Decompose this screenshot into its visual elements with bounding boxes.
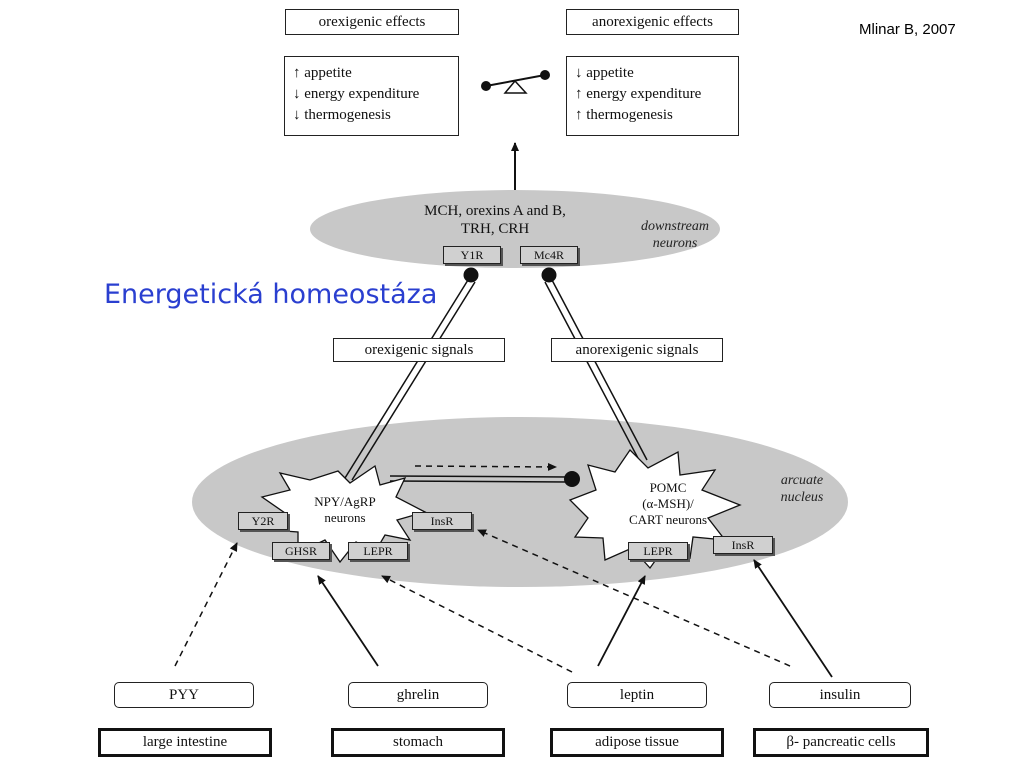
leptin-dashed-arrow-npy — [381, 575, 573, 673]
anorexigenic-effect-item: ↑ energy expenditure — [575, 86, 702, 102]
downstream-line2: TRH, CRH — [460, 221, 530, 237]
pomc-line1: POMC — [649, 480, 687, 495]
y2r-receptor: Y2R — [238, 512, 288, 530]
downstream-label-line2: neurons — [652, 236, 698, 251]
anorexigenic-double-line — [544, 279, 648, 463]
downstream-label-line1: downstream — [641, 219, 709, 234]
insulin-dashed-arrow-npy — [477, 529, 791, 667]
anorexigenic-effects-list: ↓ appetite ↑ energy expenditure ↑ thermo… — [566, 56, 739, 136]
npy-line1: NPY/AgRP — [314, 494, 376, 509]
orexigenic-double-line — [344, 279, 476, 481]
orexigenic-effects-list: ↑ appetite ↓ energy expenditure ↓ thermo… — [284, 56, 459, 136]
leptin-arrow-pomc — [597, 575, 646, 667]
pyy-dashed-arrow — [174, 542, 238, 667]
hormone-ghrelin: ghrelin — [348, 682, 488, 708]
pomc-lepr-receptor: LEPR — [628, 542, 688, 560]
anorexigenic-effects-header: anorexigenic effects — [566, 9, 739, 35]
mc4r-receptor: Mc4R — [520, 246, 578, 264]
source-adipose-tissue: adipose tissue — [550, 728, 724, 757]
citation: Mlinar B, 2007 — [859, 21, 956, 38]
orexigenic-effect-item: ↓ energy expenditure — [293, 86, 420, 102]
hormone-leptin: leptin — [567, 682, 707, 708]
downstream-ellipse — [310, 190, 720, 268]
ghsr-receptor: GHSR — [272, 542, 330, 560]
insulin-arrow-pomc — [753, 559, 833, 678]
source-stomach: stomach — [331, 728, 505, 757]
orexigenic-effects-header: orexigenic effects — [285, 9, 459, 35]
pomc-label: POMC (α-MSH)/ CART neurons — [608, 480, 728, 528]
pomc-line3: CART neurons — [628, 512, 708, 527]
source-large-intestine: large intestine — [98, 728, 272, 757]
hormone-insulin: insulin — [769, 682, 911, 708]
y1r-terminal — [463, 267, 479, 283]
downstream-neurons-label: downstream neurons — [625, 218, 725, 252]
slide-title: Energetická homeostáza — [104, 279, 438, 310]
npy-agrp-label: NPY/AgRP neurons — [300, 494, 390, 526]
hormone-pyy: PYY — [114, 682, 254, 708]
downstream-neuropeptides: MCH, orexins A and B, TRH, CRH — [390, 202, 600, 238]
anorexigenic-signals-box: anorexigenic signals — [551, 338, 723, 362]
y1r-receptor: Y1R — [443, 246, 501, 264]
arcuate-nucleus-label: arcuate nucleus — [762, 472, 842, 506]
dashed-npy-to-pomc — [414, 462, 557, 471]
pomc-insr-receptor: InsR — [713, 536, 773, 554]
orexigenic-effect-item: ↑ appetite — [293, 65, 352, 81]
arcuate-label-line1: arcuate — [780, 473, 824, 488]
npy-line2: neurons — [324, 510, 366, 525]
npy-insr-receptor: InsR — [412, 512, 472, 530]
balance-scale-icon — [481, 70, 550, 94]
ghrelin-arrow — [317, 575, 379, 667]
npy-lepr-receptor: LEPR — [348, 542, 408, 560]
orexigenic-signals-box: orexigenic signals — [333, 338, 505, 362]
source-pancreatic-cells: β- pancreatic cells — [753, 728, 929, 757]
pomc-line2: (α-MSH)/ — [642, 496, 694, 511]
npy-pomc-double-line — [389, 475, 569, 483]
anorexigenic-effect-item: ↑ thermogenesis — [575, 107, 673, 123]
orexigenic-effect-item: ↓ thermogenesis — [293, 107, 391, 123]
arcuate-label-line2: nucleus — [780, 490, 824, 505]
anorexigenic-effect-item: ↓ appetite — [575, 65, 634, 81]
mc4r-terminal — [541, 267, 557, 283]
downstream-line1: MCH, orexins A and B, — [424, 203, 566, 219]
pomc-terminal — [564, 471, 580, 487]
